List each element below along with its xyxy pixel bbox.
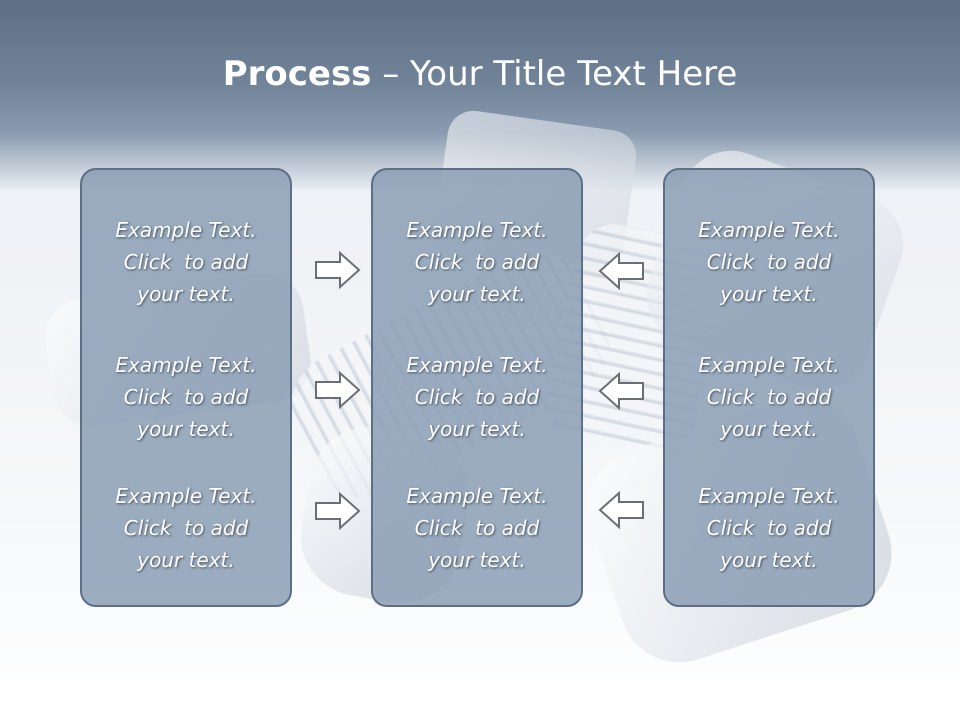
right-arrow-icon[interactable] <box>314 250 362 290</box>
right-arrow-icon[interactable] <box>314 491 362 531</box>
left-arrow-icon[interactable] <box>597 490 645 530</box>
text-placeholder[interactable]: Example Text. Click to add your text. <box>406 218 548 306</box>
process-box-middle[interactable]: Example Text. Click to add your text. Ex… <box>371 168 583 607</box>
text-placeholder[interactable]: Example Text. Click to add your text. <box>698 484 840 572</box>
text-placeholder[interactable]: Example Text. Click to add your text. <box>406 484 548 572</box>
title-bold: Process <box>222 54 372 94</box>
title-rest: – Your Title Text Here <box>371 54 738 94</box>
process-box-right[interactable]: Example Text. Click to add your text. Ex… <box>663 168 875 607</box>
text-placeholder[interactable]: Example Text. Click to add your text. <box>406 353 548 441</box>
text-placeholder[interactable]: Example Text. Click to add your text. <box>115 484 257 572</box>
process-box-left[interactable]: Example Text. Click to add your text. Ex… <box>80 168 292 607</box>
left-arrow-icon[interactable] <box>597 251 645 291</box>
text-placeholder[interactable]: Example Text. Click to add your text. <box>698 353 840 441</box>
left-arrow-icon[interactable] <box>597 371 645 411</box>
slide-title[interactable]: Process – Your Title Text Here <box>0 52 960 96</box>
text-placeholder[interactable]: Example Text. Click to add your text. <box>698 218 840 306</box>
right-arrow-icon[interactable] <box>314 370 362 410</box>
text-placeholder[interactable]: Example Text. Click to add your text. <box>115 353 257 441</box>
text-placeholder[interactable]: Example Text. Click to add your text. <box>115 218 257 306</box>
